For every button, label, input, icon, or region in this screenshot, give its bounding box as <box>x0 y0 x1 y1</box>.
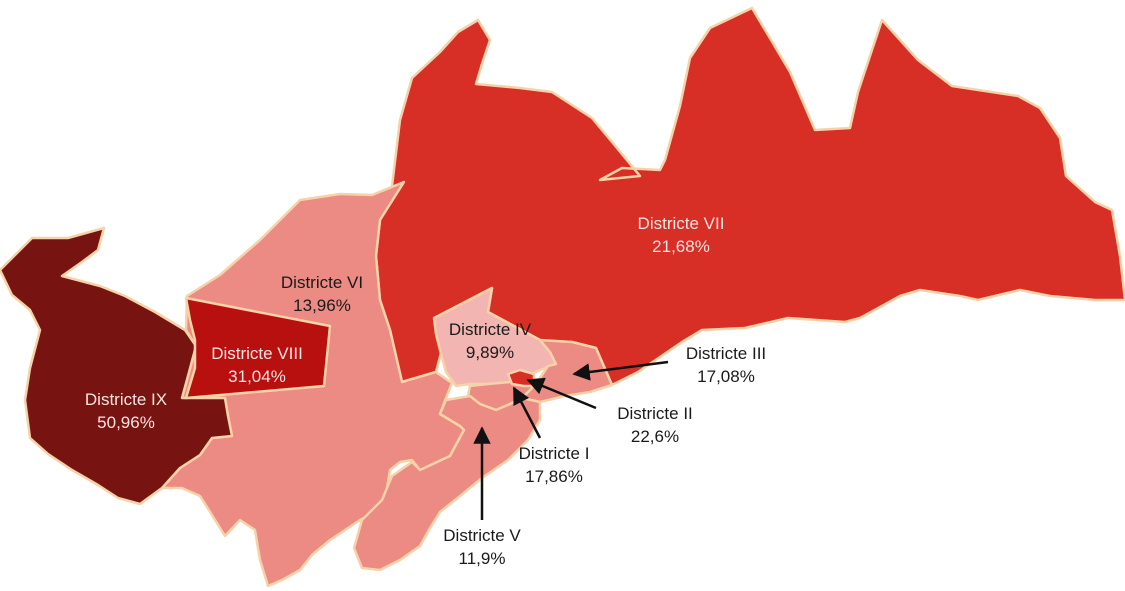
label-districte-ii: Districte II 22,6% <box>617 402 693 448</box>
region-districte-ii[interactable] <box>506 368 536 388</box>
district-value: 11,9% <box>458 549 506 568</box>
region-districte-ix[interactable] <box>0 226 234 506</box>
callout-arrow-iii <box>572 360 669 381</box>
district-name: Districte V <box>443 526 521 545</box>
district-value: 17,08% <box>697 367 755 386</box>
label-districte-iii: Districte III 17,08% <box>686 342 766 388</box>
district-value: 13,96% <box>293 296 351 315</box>
label-districte-viii: Districte VIII 31,04% <box>211 342 303 388</box>
label-districte-v: Districte V 11,9% <box>443 524 520 570</box>
district-value: 21,68% <box>652 237 710 256</box>
label-districte-iv: Districte IV 9,89% <box>449 318 531 364</box>
district-name: Districte IV <box>448 320 532 339</box>
label-districte-ix: Districte IX 50,96% <box>85 388 167 434</box>
label-districte-vi: Districte VI 13,96% <box>281 271 363 317</box>
district-value: 9,89% <box>465 343 515 362</box>
district-name: Districte I <box>518 444 590 463</box>
district-value: 17,86% <box>525 467 583 486</box>
district-name: Districte VIII <box>211 344 303 363</box>
district-name: Districte II <box>617 404 693 423</box>
district-value: 22,6% <box>630 427 680 446</box>
label-districte-vii: Districte VII 21,68% <box>638 212 725 258</box>
district-value: 50,96% <box>97 413 155 432</box>
callout-arrow-i <box>512 386 542 439</box>
callout-arrow-ii <box>526 377 597 410</box>
district-name: Districte VII <box>637 214 725 233</box>
district-name: Districte III <box>685 344 767 363</box>
district-name: Districte VI <box>280 273 364 292</box>
region-districte-viii[interactable] <box>184 296 332 400</box>
district-value: 31,04% <box>228 367 286 386</box>
district-name: Districte IX <box>84 390 168 409</box>
label-districte-i: Districte I 17,86% <box>519 442 590 488</box>
